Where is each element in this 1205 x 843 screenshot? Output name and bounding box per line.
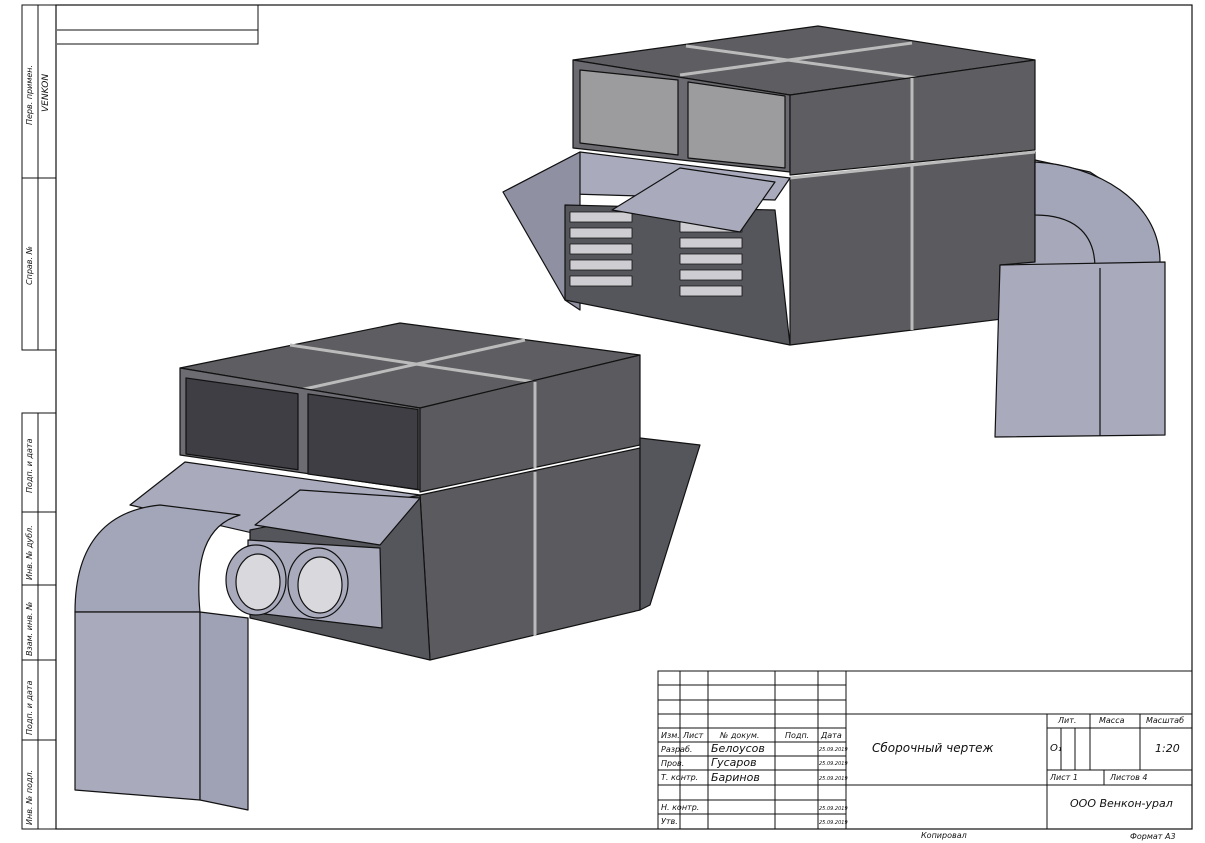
tb-date-2: 25.09.2019 bbox=[819, 776, 848, 782]
tb-company: ООО Венкон-урал bbox=[1070, 797, 1173, 810]
tb-header-data: Дата bbox=[821, 731, 842, 740]
side-label-inv-podl: Инв. № подл. bbox=[25, 769, 34, 825]
tb-header-list: Лист bbox=[683, 731, 704, 740]
tb-header-doc-no: № докум. bbox=[720, 731, 760, 740]
tb-doc-title: Сборочный чертеж bbox=[872, 741, 994, 755]
tb-role-5: Утв. bbox=[661, 817, 678, 826]
tb-name-2: Баринов bbox=[711, 771, 760, 784]
tb-masshtab-label: Масштаб bbox=[1146, 716, 1185, 725]
side-label-perv-primen: Перв. примен. bbox=[25, 64, 34, 125]
tb-role-0: Разраб. bbox=[661, 745, 693, 754]
side-label-sprav-no: Справ. № bbox=[25, 246, 34, 285]
top-left-box bbox=[57, 5, 259, 45]
tb-date-5: 25.09.2019 bbox=[819, 820, 848, 826]
footer-copied: Копировал bbox=[921, 831, 967, 840]
tb-lit-value: О₁ bbox=[1050, 743, 1062, 754]
footer-format: Формат А3 bbox=[1130, 832, 1176, 841]
side-label-podp-data-1: Подп. и дата bbox=[25, 438, 34, 494]
tb-header-podp: Подп. bbox=[785, 731, 810, 740]
tb-date-0: 25.09.2019 bbox=[819, 747, 848, 753]
tb-lit-label: Лит. bbox=[1058, 716, 1077, 725]
tb-name-1: Гусаров bbox=[711, 756, 757, 769]
tb-role-2: Т. контр. bbox=[661, 773, 699, 782]
tb-scale: 1:20 bbox=[1155, 742, 1180, 755]
tb-role-4: Н. контр. bbox=[661, 803, 700, 812]
tb-sheet: Лист 1 bbox=[1050, 773, 1078, 782]
tb-massa-label: Масса bbox=[1099, 716, 1125, 725]
tb-role-1: Пров. bbox=[661, 759, 685, 768]
side-label-inv-dubl: Инв. № дубл. bbox=[25, 525, 34, 580]
tb-date-4: 25.09.2019 bbox=[819, 806, 848, 812]
tb-sheets: Листов 4 bbox=[1110, 773, 1148, 782]
ventilation-unit-front bbox=[74, 322, 701, 811]
tb-name-0: Белоусов bbox=[711, 742, 765, 755]
side-stamp-grid bbox=[21, 4, 57, 830]
tb-date-1: 25.09.2019 bbox=[819, 761, 848, 767]
side-label-podp-data-2: Подп. и дата bbox=[25, 680, 34, 736]
tb-header-izm: Изм. bbox=[661, 731, 680, 740]
title-block-grid bbox=[657, 670, 1193, 830]
side-label-vzam-inv: Взам. инв. № bbox=[25, 601, 34, 656]
ventilation-unit-back bbox=[502, 25, 1166, 438]
side-value-venkon: VENKON bbox=[41, 73, 51, 112]
